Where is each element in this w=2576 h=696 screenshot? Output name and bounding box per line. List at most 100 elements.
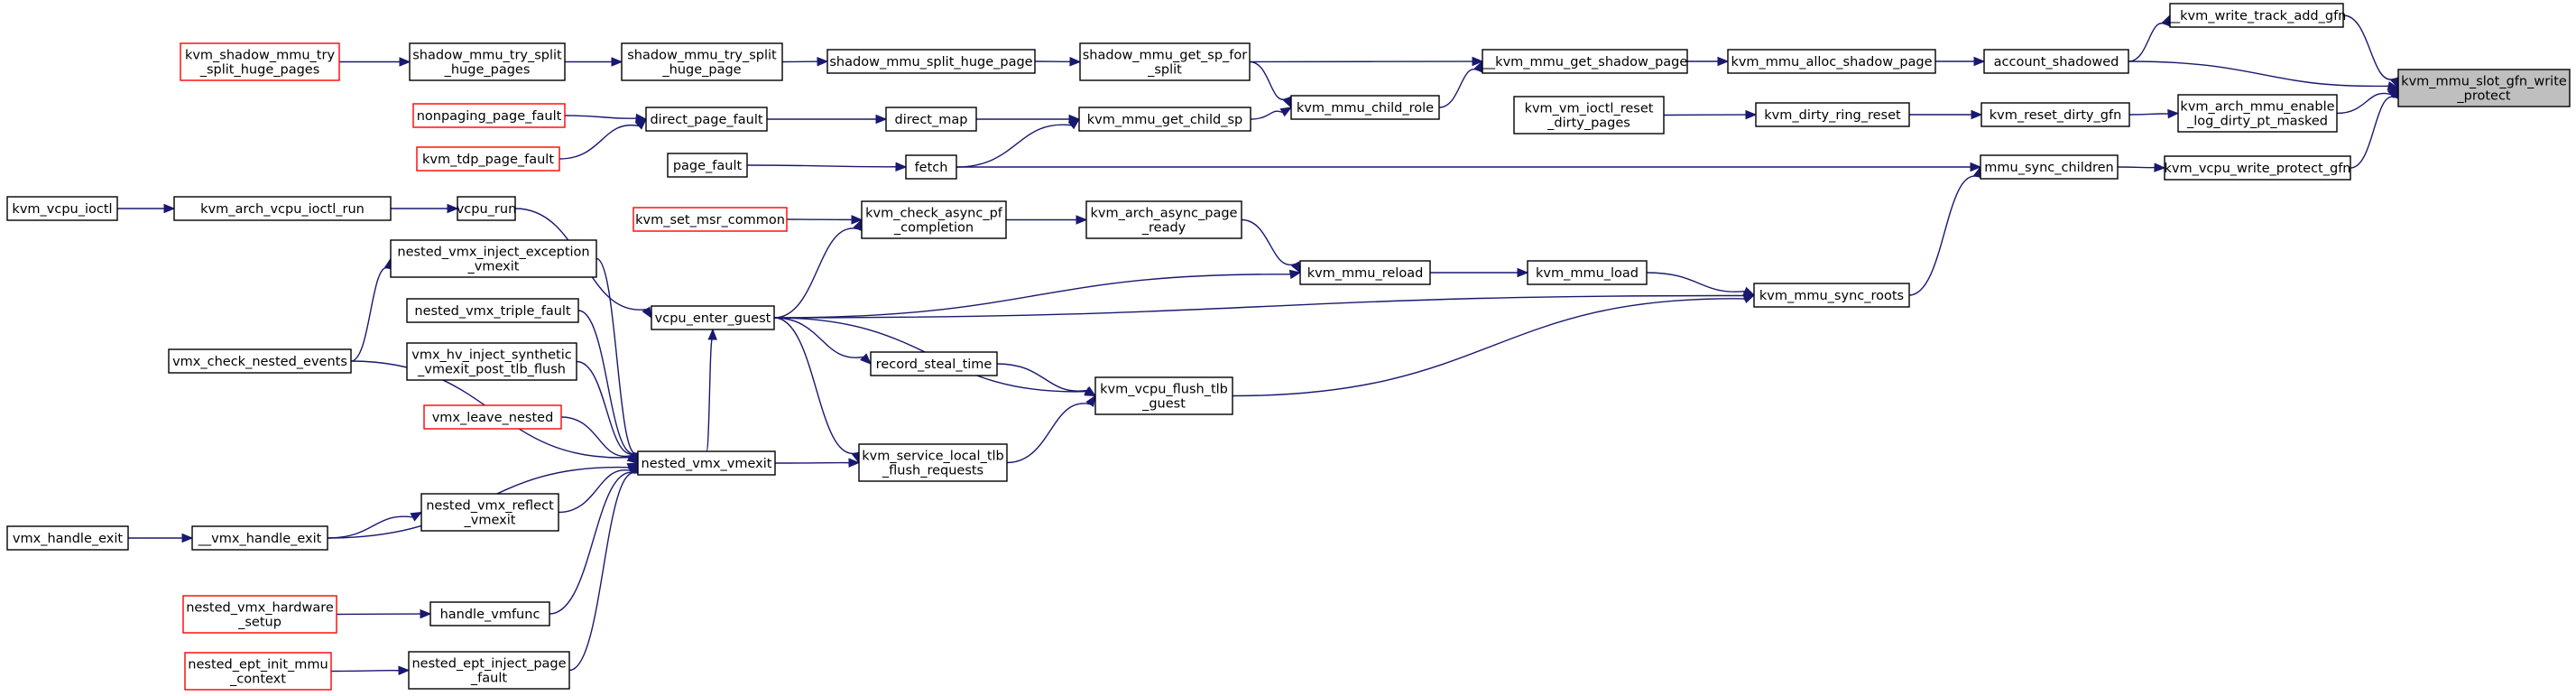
node-mmu_sync_children[interactable]: mmu_sync_children	[1980, 154, 2119, 180]
node-nonpaging_page_fault[interactable]: nonpaging_page_fault	[412, 103, 566, 128]
node-box[interactable]	[406, 298, 579, 323]
node-box[interactable]	[870, 351, 998, 376]
node-kvm_mmu_load[interactable]: kvm_mmu_load	[1527, 260, 1648, 285]
node-nested_ept_inject_page_fault[interactable]: nested_ept_inject_page_fault	[408, 651, 570, 690]
node-vmx_handle_exit[interactable]: vmx_handle_exit	[6, 525, 129, 551]
node-kvm_mmu_get_child_sp[interactable]: kvm_mmu_get_child_sp	[1078, 107, 1251, 132]
node-vcpu_write_protect_gfn[interactable]: kvm_vcpu_write_protect_gfn	[2164, 155, 2351, 181]
node-nested_vmx_hardware_setup[interactable]: nested_vmx_hardware_setup	[182, 595, 337, 634]
node-shadow_mmu_try_split_huge_page[interactable]: shadow_mmu_try_split_huge_page	[621, 42, 783, 81]
node-kvm_arch_vcpu_ioctl_run[interactable]: kvm_arch_vcpu_ioctl_run	[173, 196, 392, 221]
node-box[interactable]	[6, 196, 118, 221]
node-nested_vmx_triple_fault[interactable]: nested_vmx_triple_fault	[406, 298, 579, 323]
node-box[interactable]	[1085, 200, 1242, 239]
node-nested_vmx_vmexit[interactable]: nested_vmx_vmexit	[637, 450, 776, 476]
node-kvm_shadow_mmu_try_split_huge_pages[interactable]: kvm_shadow_mmu_try_split_huge_pages	[180, 42, 340, 81]
node-kvm_vcpu_ioctl[interactable]: kvm_vcpu_ioctl	[6, 196, 118, 221]
node-kvm_tdp_page_fault[interactable]: kvm_tdp_page_fault	[416, 146, 560, 172]
node-box[interactable]	[1290, 95, 1440, 120]
node-box[interactable]	[168, 348, 352, 374]
node-box[interactable]	[1299, 260, 1431, 285]
node-kvm_arch_async_page_ready[interactable]: kvm_arch_async_page_ready	[1085, 200, 1242, 239]
node-root[interactable]: kvm_mmu_slot_gfn_write_protect	[2397, 69, 2571, 107]
node-box[interactable]	[406, 342, 577, 381]
node-box[interactable]	[412, 103, 566, 128]
node-nested_ept_init_mmu_context[interactable]: nested_ept_init_mmu_context	[184, 652, 332, 691]
node-box[interactable]	[6, 525, 129, 551]
node-nested_vmx_reflect_vmexit[interactable]: nested_vmx_reflect_vmexit	[420, 493, 559, 532]
node-handle_vmfunc[interactable]: handle_vmfunc	[429, 601, 550, 626]
node-box[interactable]	[645, 107, 768, 132]
node-box[interactable]	[409, 42, 566, 81]
node-nested_vmx_inject_exception_vmexit[interactable]: nested_vmx_inject_exception_vmexit	[390, 239, 597, 278]
node-box[interactable]	[2177, 94, 2338, 133]
node-box[interactable]	[173, 196, 392, 221]
node-box[interactable]	[1727, 49, 1936, 74]
node-vmx_hv_inject_synthetic_vmexit[interactable]: vmx_hv_inject_synthetic_vmexit_post_tlb_…	[406, 342, 577, 381]
node-vmx_handle_exit_inner[interactable]: __vmx_handle_exit	[191, 525, 328, 551]
node-box[interactable]	[1980, 102, 2130, 127]
node-account_shadowed[interactable]: account_shadowed	[1983, 49, 2129, 74]
node-direct_page_fault[interactable]: direct_page_fault	[645, 107, 768, 132]
node-box[interactable]	[1482, 49, 1688, 74]
node-box[interactable]	[651, 305, 775, 330]
node-box[interactable]	[416, 146, 560, 172]
node-box[interactable]	[1078, 107, 1251, 132]
node-kvm_mmu_alloc_shadow_page[interactable]: kvm_mmu_alloc_shadow_page	[1727, 49, 1936, 74]
node-direct_map[interactable]: direct_map	[885, 107, 977, 132]
node-box[interactable]	[632, 207, 788, 232]
node-box[interactable]	[826, 49, 1036, 74]
node-write_track_add_gfn[interactable]: __kvm_write_track_add_gfn	[2166, 3, 2347, 28]
node-box[interactable]	[390, 239, 597, 278]
node-vmx_check_nested_events[interactable]: vmx_check_nested_events	[168, 348, 352, 374]
node-box[interactable]	[184, 652, 332, 691]
node-shadow_mmu_split_huge_page[interactable]: shadow_mmu_split_huge_page	[826, 49, 1036, 74]
node-box[interactable]	[1527, 260, 1648, 285]
node-shadow_mmu_get_sp_for_split[interactable]: shadow_mmu_get_sp_for_split	[1079, 42, 1251, 81]
node-kvm_mmu_child_role[interactable]: kvm_mmu_child_role	[1290, 95, 1440, 120]
node-kvm_mmu_sync_roots[interactable]: kvm_mmu_sync_roots	[1753, 283, 1910, 308]
node-box[interactable]	[1755, 102, 1910, 127]
node-box[interactable]	[180, 42, 340, 81]
node-shadow_mmu_try_split_huge_pages[interactable]: shadow_mmu_try_split_huge_pages	[409, 42, 566, 81]
node-box[interactable]	[637, 450, 776, 476]
node-box[interactable]	[621, 42, 783, 81]
node-box[interactable]	[2397, 69, 2571, 107]
node-fetch[interactable]: fetch	[905, 154, 957, 180]
node-vmx_leave_nested[interactable]: vmx_leave_nested	[423, 404, 562, 430]
node-box[interactable]	[2164, 155, 2351, 181]
node-box[interactable]	[1753, 283, 1910, 308]
node-box[interactable]	[2169, 3, 2344, 28]
node-box[interactable]	[191, 525, 328, 551]
node-box[interactable]	[1980, 154, 2119, 180]
node-reset_dirty_gfn[interactable]: kvm_reset_dirty_gfn	[1980, 102, 2130, 127]
node-vcpu_enter_guest[interactable]: vcpu_enter_guest	[651, 305, 775, 330]
node-kvm_set_msr_common[interactable]: kvm_set_msr_common	[632, 207, 788, 232]
node-box[interactable]	[667, 153, 748, 178]
node-kvm_dirty_ring_reset[interactable]: kvm_dirty_ring_reset	[1755, 102, 1910, 127]
node-vcpu_run[interactable]: vcpu_run	[457, 196, 517, 221]
node-kvm_service_local_tlb_flush_requests[interactable]: kvm_service_local_tlb_flush_requests	[858, 443, 1008, 482]
node-kvm_vcpu_flush_tlb_guest[interactable]: kvm_vcpu_flush_tlb_guest	[1094, 376, 1233, 415]
node-kvm_mmu_get_shadow_page[interactable]: __kvm_mmu_get_shadow_page	[1482, 49, 1688, 74]
node-box[interactable]	[861, 200, 1007, 239]
node-box[interactable]	[1513, 96, 1665, 135]
node-page_fault[interactable]: page_fault	[667, 153, 748, 178]
node-box[interactable]	[1094, 376, 1233, 415]
node-box[interactable]	[182, 595, 337, 634]
node-box[interactable]	[1079, 42, 1251, 81]
node-box[interactable]	[457, 196, 516, 221]
node-box[interactable]	[423, 404, 562, 430]
node-box[interactable]	[905, 154, 957, 180]
node-box[interactable]	[885, 107, 977, 132]
node-box[interactable]	[858, 443, 1008, 482]
node-kvm_mmu_reload[interactable]: kvm_mmu_reload	[1299, 260, 1431, 285]
node-kvm_check_async_pf_completion[interactable]: kvm_check_async_pf_completion	[861, 200, 1007, 239]
node-record_steal_time[interactable]: record_steal_time	[870, 351, 998, 376]
node-arch_mmu_enable_log_dirty[interactable]: kvm_arch_mmu_enable_log_dirty_pt_masked	[2177, 94, 2338, 133]
node-box[interactable]	[420, 493, 559, 532]
node-box[interactable]	[1983, 49, 2129, 74]
node-kvm_vm_ioctl_reset_dirty_pages[interactable]: kvm_vm_ioctl_reset_dirty_pages	[1513, 96, 1665, 135]
node-box[interactable]	[408, 651, 570, 690]
node-box[interactable]	[429, 601, 550, 626]
